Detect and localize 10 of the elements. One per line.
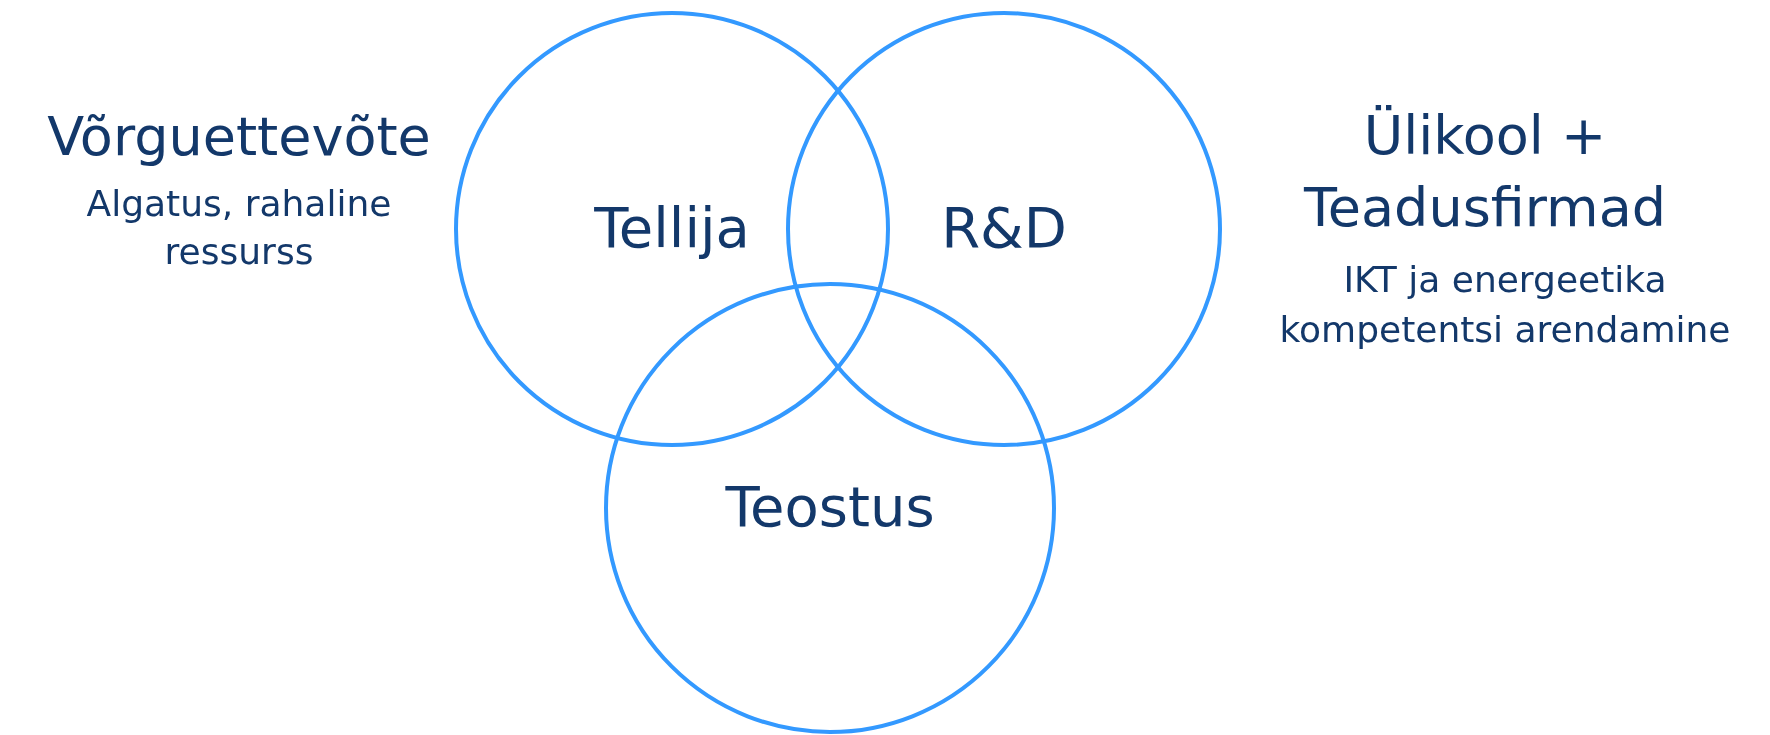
circle-label: R&D <box>940 195 1068 260</box>
circle-label: Teostus <box>724 474 936 539</box>
group-heading: Ülikool + Teadusfirmad <box>1302 103 1667 241</box>
group-description: Algatus, rahaline ressurss <box>85 182 393 274</box>
venn-circle <box>454 11 890 447</box>
venn-circle <box>786 11 1222 447</box>
group-heading: Võrguettevõte <box>46 105 432 169</box>
venn-circle <box>604 282 1056 734</box>
group-description: IKT ja energeetika kompetentsi arendamine <box>1278 258 1732 352</box>
circle-label: Tellija <box>593 195 751 260</box>
